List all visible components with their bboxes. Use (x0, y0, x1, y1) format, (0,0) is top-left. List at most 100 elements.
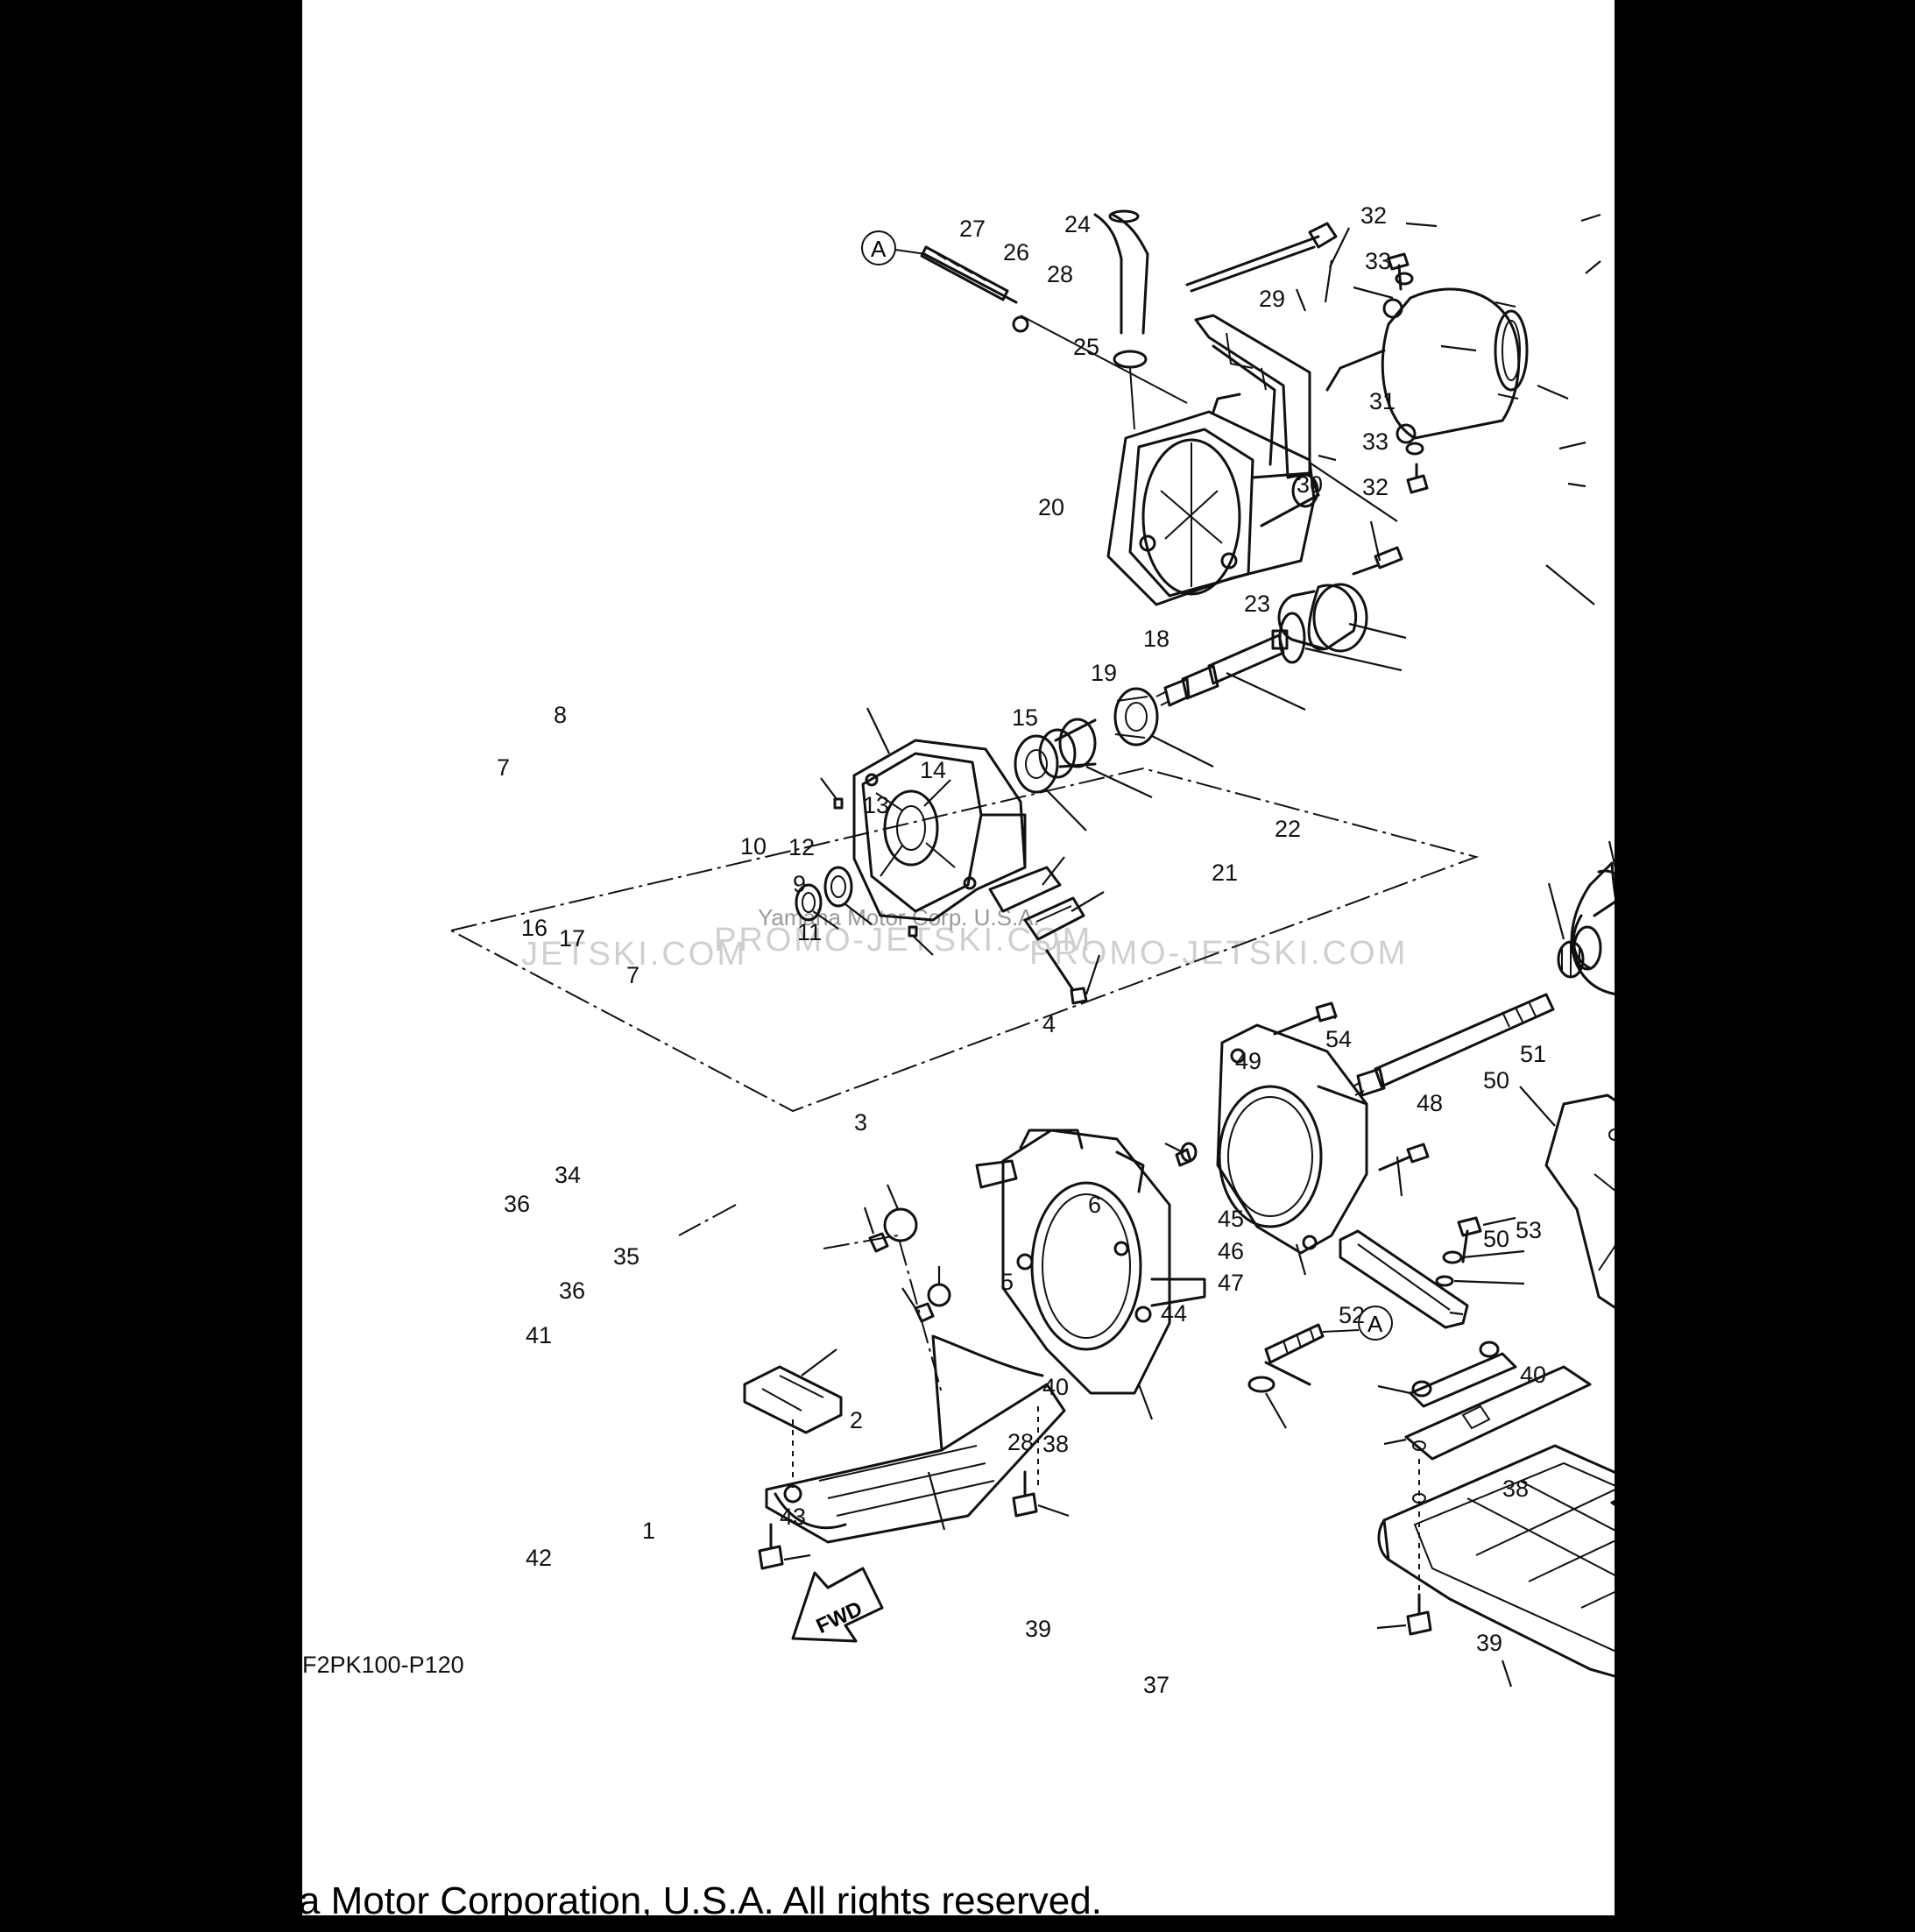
callout-7b: 7 (626, 962, 640, 988)
callout-37: 37 (1143, 1672, 1169, 1698)
bolt-43 (1012, 1470, 1038, 1518)
impeller-shaft-15 (1155, 629, 1289, 707)
callout-25: 25 (1073, 334, 1099, 360)
callout-12: 12 (788, 834, 815, 860)
ride-plate-44 (1339, 1229, 1469, 1329)
bolt-4 (1273, 1001, 1338, 1036)
callout-18: 18 (1143, 626, 1169, 652)
mount-40-left (1409, 1341, 1517, 1408)
bolt-42 (758, 1523, 784, 1570)
watermark-left: JETSKI.COM (521, 936, 747, 973)
bearing-14 (1113, 687, 1159, 747)
nut-36-upper (868, 1232, 889, 1253)
intake-grate-1 (765, 1334, 1066, 1544)
callout-8: 8 (554, 702, 567, 728)
svg-text:A: A (1367, 1311, 1383, 1337)
callout-21: 21 (1212, 860, 1238, 886)
callout-13: 13 (863, 792, 889, 818)
fwd-label: FWD (813, 1596, 866, 1638)
bolt-20 (1352, 546, 1403, 576)
hose-24 (1093, 209, 1149, 430)
cover-9 (1023, 896, 1085, 941)
callout-54: 54 (1325, 1026, 1352, 1052)
callout-36a: 36 (504, 1191, 530, 1217)
callout-33b: 33 (1362, 428, 1389, 455)
callout-9: 9 (793, 871, 806, 897)
watermark: JETSKI.COM PROMO-JETSKI.COM PROMO-JETSKI… (521, 904, 1405, 973)
leader-lines (783, 213, 1615, 1688)
callout-3: 3 (854, 1109, 867, 1136)
callout-20: 20 (1038, 494, 1064, 520)
nut-36-lower (914, 1302, 935, 1323)
callout-48: 48 (1417, 1090, 1443, 1116)
intake-housing-2 (975, 1129, 1206, 1395)
callout-30: 30 (1297, 471, 1323, 498)
ride-plate-37 (1377, 1444, 1615, 1678)
callout-51: 51 (1520, 1041, 1546, 1067)
diagram-code: F2PK100-P120 (302, 1652, 464, 1678)
callout-38b: 38 (1502, 1476, 1529, 1502)
callout-2: 2 (850, 1407, 863, 1433)
duct-5 (1216, 1023, 1368, 1255)
callout-40b: 40 (1520, 1362, 1546, 1388)
callout-40a: 40 (1042, 1374, 1069, 1400)
callout-50b: 50 (1483, 1226, 1509, 1252)
bracket-30 (1194, 314, 1311, 479)
callout-34: 34 (555, 1162, 581, 1188)
callout-5: 5 (1000, 1269, 1014, 1295)
callout-50a: 50 (1483, 1067, 1509, 1093)
callout-53: 53 (1516, 1217, 1542, 1243)
callout-4: 4 (1042, 1011, 1056, 1037)
drive-shaft (1353, 993, 1555, 1097)
bolt-6 (1378, 1143, 1430, 1171)
callout-14: 14 (920, 757, 946, 783)
callout-42: 42 (526, 1545, 552, 1571)
callout-19: 19 (1091, 660, 1117, 686)
bracket-41 (743, 1365, 843, 1490)
callout-32a: 32 (1360, 202, 1387, 229)
callout-26: 26 (1003, 239, 1029, 265)
bolt-39-left (1406, 1593, 1432, 1636)
washer-34 (883, 1207, 918, 1242)
pump-housing-23 (1106, 393, 1320, 606)
washer-47 (1435, 1275, 1454, 1287)
jet-pump-exploded-diagram: JETSKI.COM PROMO-JETSKI.COM PROMO-JETSKI… (450, 202, 1615, 1698)
callout-10: 10 (740, 833, 767, 860)
callout-45: 45 (1218, 1206, 1244, 1232)
callout-22: 22 (1275, 816, 1301, 842)
fwd-arrow-icon: FWD (791, 1567, 884, 1643)
bolt-29 (1185, 222, 1338, 293)
cable-end-a-lower (1247, 1323, 1325, 1393)
callout-24: 24 (1064, 211, 1091, 237)
diagram-sheet: JETSKI.COM PROMO-JETSKI.COM PROMO-JETSKI… (302, 0, 1615, 1915)
gasket-10 (988, 866, 1062, 913)
callout-17: 17 (559, 925, 585, 952)
callout-16: 16 (521, 915, 548, 941)
reference-marker-a-bottom: A (1322, 1306, 1393, 1341)
callout-7a: 7 (497, 754, 510, 781)
callout-35: 35 (613, 1243, 640, 1270)
callout-1: 1 (642, 1518, 655, 1544)
spacer-13 (1038, 718, 1097, 779)
reference-marker-a-top: A (861, 230, 927, 265)
bearing-12 (1014, 734, 1059, 794)
nozzle-31 (1325, 287, 1529, 444)
callout-6: 6 (1088, 1192, 1101, 1218)
callout-28a: 28 (1047, 261, 1073, 287)
bolts-32-33 (1387, 252, 1429, 494)
washer-35 (927, 1283, 951, 1307)
washer-46 (1442, 1250, 1463, 1264)
callout-49: 49 (1235, 1048, 1261, 1074)
callout-46: 46 (1218, 1238, 1244, 1264)
callout-39a: 39 (1025, 1616, 1051, 1642)
seal-17 (823, 866, 853, 908)
callout-38a: 38 (1042, 1431, 1069, 1457)
svg-text:A: A (871, 236, 887, 262)
callout-31: 31 (1369, 388, 1396, 414)
callout-28b: 28 (1007, 1429, 1034, 1455)
callout-43: 43 (780, 1504, 806, 1530)
watermark-middle: PROMO-JETSKI.COM (714, 922, 1092, 959)
callout-32b: 32 (1362, 474, 1389, 500)
callout-11: 11 (797, 919, 822, 945)
pin-7-upper (833, 797, 844, 810)
